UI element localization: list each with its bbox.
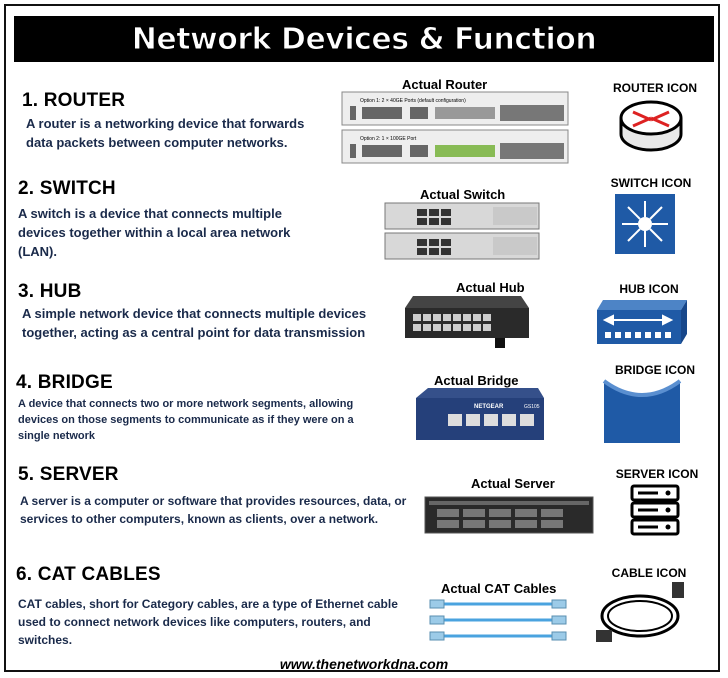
server-photo: [424, 496, 594, 534]
bridge-model-label: GS105: [524, 404, 540, 410]
server-icon: [630, 484, 680, 536]
server-description: A server is a computer or software that …: [20, 494, 407, 526]
switch-photo-caption: Actual Switch: [420, 187, 506, 202]
switch-icon: [615, 194, 675, 254]
bridge-brand-label: NETGEAR: [474, 404, 504, 410]
bridge-description: A device that connects two or more netwo…: [18, 398, 354, 442]
bridge-photo: NETGEAR GS105: [416, 388, 544, 440]
bridge-icon: [602, 379, 682, 443]
hub-title: 3. HUB: [18, 281, 82, 302]
cable-icon: [596, 582, 684, 642]
bridge-icon-caption: BRIDGE ICON: [614, 363, 695, 377]
hub-photo-caption: Actual Hub: [456, 280, 525, 295]
router-photo-label-1: Option 1: 2 × 40GE Ports (default config…: [360, 98, 466, 104]
server-photo-caption: Actual Server: [471, 476, 555, 491]
hub-icon: [597, 300, 687, 344]
hub-description: A simple network device that connects mu…: [22, 306, 367, 340]
hub-icon-caption: HUB ICON: [619, 282, 679, 296]
bridge-photo-caption: Actual Bridge: [434, 373, 519, 388]
router-icon-caption: ROUTER ICON: [613, 81, 697, 95]
router-photo-caption: Actual Router: [402, 77, 488, 92]
switch-photo: [384, 202, 540, 260]
cable-icon-caption: CABLE ICON: [611, 566, 687, 580]
router-photo-label-2: Option 2: 1 × 100GE Port: [360, 136, 417, 142]
page-title: Network Devices & Function: [131, 21, 597, 57]
cables-description: CAT cables, short for Category cables, a…: [18, 597, 398, 647]
title-banner: Network Devices & Function: [14, 16, 714, 62]
server-icon-caption: SERVER ICON: [615, 467, 699, 481]
router-photo: Option 1: 2 × 40GE Ports (default config…: [341, 91, 569, 164]
footer-url[interactable]: www.thenetworkdna.com: [279, 656, 449, 672]
switch-icon-caption: SWITCH ICON: [610, 176, 692, 190]
switch-title: 2. SWITCH: [18, 178, 116, 199]
page-frame: [4, 4, 720, 672]
hub-photo: [405, 296, 529, 348]
switch-description: A switch is a device that connects multi…: [18, 206, 291, 259]
cables-title: 6. CAT CABLES: [16, 564, 161, 585]
router-description: A router is a networking device that for…: [26, 116, 305, 150]
router-title: 1. ROUTER: [22, 90, 126, 111]
router-icon: [619, 100, 683, 152]
cables-photo-caption: Actual CAT Cables: [441, 581, 557, 596]
server-title: 5. SERVER: [18, 464, 119, 485]
cables-photo: [429, 599, 567, 641]
bridge-title: 4. BRIDGE: [16, 372, 113, 393]
